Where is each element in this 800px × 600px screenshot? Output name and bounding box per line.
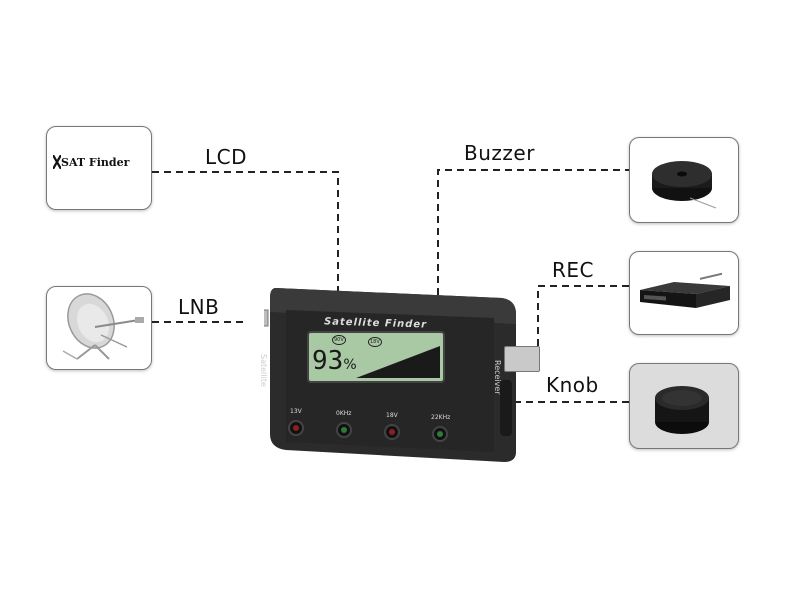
rec-connector xyxy=(537,285,630,346)
label-lcd: LCD xyxy=(205,145,248,169)
knob-box xyxy=(629,363,739,449)
satellite-finder-device: Satellite Finder Satellite Receiver 90V … xyxy=(237,284,540,462)
lcd-icon-right: 18V xyxy=(368,337,382,347)
lcd-connector xyxy=(152,171,339,340)
satellite-dish-icon xyxy=(62,293,144,360)
satellite-dish-box xyxy=(46,286,152,370)
label-buzzer: Buzzer xyxy=(464,141,535,165)
lcd-unit: % xyxy=(343,357,357,373)
satellite-port-label: Satellite xyxy=(259,354,268,387)
buzzer-icon xyxy=(652,161,717,209)
button-label-18v: 18V xyxy=(386,412,398,419)
label-knob: Knob xyxy=(546,373,599,397)
buzzer-box xyxy=(629,137,739,223)
label-lnb: LNB xyxy=(178,295,220,319)
button-label-22khz: 22KHz xyxy=(431,414,451,421)
device-body xyxy=(237,288,516,462)
button-label-0khz: 0KHz xyxy=(336,410,352,417)
receiver-connector xyxy=(504,346,540,372)
knob-icon xyxy=(655,386,709,434)
lcd-icon-left: 90V xyxy=(332,335,346,345)
receiver-box-icon xyxy=(640,272,730,308)
lcd-value: 93 xyxy=(312,346,344,376)
logo-text: SAT Finder xyxy=(61,156,130,169)
receiver-port-label: Receiver xyxy=(493,360,502,395)
buzzer-connector xyxy=(437,169,630,295)
receiver-box xyxy=(629,251,739,335)
button-label-13v: 13V xyxy=(290,408,302,415)
lcd-logo-box: SAT Finder xyxy=(46,126,152,210)
lcd-signal-value: 93% xyxy=(312,348,357,374)
label-rec: REC xyxy=(552,258,594,282)
logo-x-mark xyxy=(53,155,61,169)
